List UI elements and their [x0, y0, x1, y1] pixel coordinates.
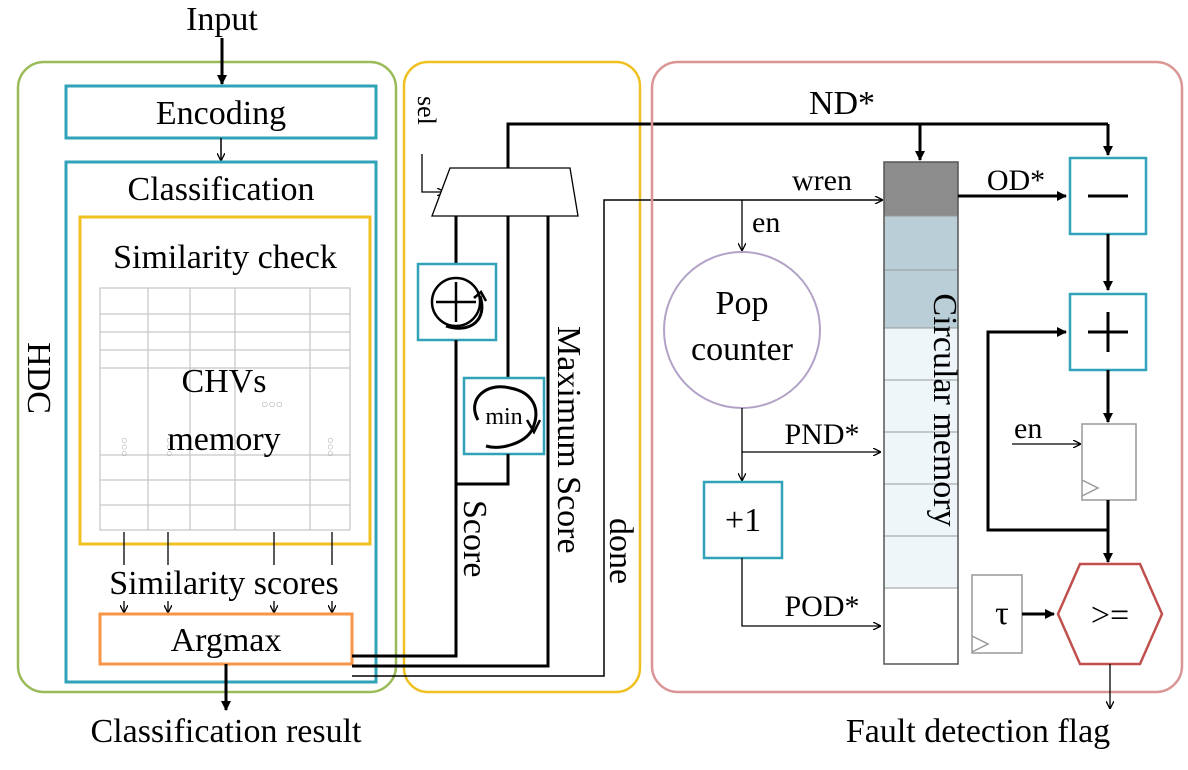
chvs-label: CHVs	[181, 363, 266, 400]
ellipsis-v-left: ○○○	[118, 437, 130, 457]
pop-counter	[663, 251, 821, 409]
memory-label: memory	[167, 421, 280, 458]
pop-counter-label-line1: Pop	[716, 285, 769, 322]
fault-detection-flag-label: Fault detection flag	[846, 713, 1110, 750]
max-score-wire	[352, 216, 550, 668]
similarity-scores-bg	[84, 565, 364, 601]
tau-clock-marker	[971, 635, 990, 653]
sel-arrow	[421, 154, 444, 192]
wren-label: wren	[792, 164, 852, 197]
score-out-wire	[352, 340, 458, 658]
feedback-wire	[986, 327, 1110, 532]
circular-memory	[883, 161, 959, 665]
hdc-panel	[16, 60, 398, 694]
pnd-label: PND*	[784, 418, 859, 451]
score-tracker-panel	[402, 60, 642, 694]
similarity-check-block	[78, 215, 372, 546]
accumulator-register	[1081, 423, 1137, 501]
ellipsis-v-right: ○○○	[324, 437, 336, 457]
score-label: Score	[456, 500, 493, 577]
argmax-label: Argmax	[171, 622, 282, 659]
plus-icon	[1088, 312, 1128, 352]
encoding-label: Encoding	[156, 95, 286, 132]
argmax-block	[98, 612, 354, 666]
plus-one-block	[702, 480, 784, 560]
fault-detection-panel	[650, 60, 1184, 694]
input-label: Input	[186, 1, 258, 38]
nd-label: ND*	[809, 85, 875, 122]
plus-one-label: +1	[725, 502, 761, 539]
tau-label: τ	[995, 595, 1009, 632]
min-out-wire	[456, 454, 510, 486]
classification-label: Classification	[128, 171, 315, 208]
ellipsis-v-center: ○○○	[163, 437, 175, 457]
sel-label: sel	[412, 96, 441, 125]
ellipsis-h: ○○○	[261, 397, 283, 411]
done-label: done	[602, 518, 639, 584]
min-icon	[473, 385, 542, 449]
chvs-memory-grid	[99, 287, 351, 531]
accumulator-icon	[430, 276, 488, 330]
register-en-label: en	[1014, 412, 1042, 445]
min-label: min	[485, 404, 522, 430]
maximum-score-label: Maximum Score	[550, 326, 587, 554]
similarity-check-label: Similarity check	[113, 239, 337, 276]
pod-wire	[741, 558, 880, 626]
classification-block	[64, 160, 378, 684]
register-clock-icon	[1081, 479, 1100, 497]
circular-memory-label: Circular memory	[926, 293, 963, 526]
similarity-scores-label: Similarity scores	[109, 565, 338, 602]
od-label: OD*	[987, 164, 1045, 197]
comparator	[1056, 562, 1164, 666]
mux-output-wire	[506, 122, 1108, 168]
pop-counter-label-line2: counter	[691, 331, 794, 368]
mux	[431, 167, 579, 217]
pod-label: POD*	[784, 590, 859, 623]
hdc-label: HDC	[20, 342, 57, 414]
done-wire	[352, 200, 882, 677]
en-label: en	[752, 206, 780, 239]
comparator-label: >=	[1091, 597, 1129, 634]
classification-result-label: Classification result	[90, 713, 362, 750]
